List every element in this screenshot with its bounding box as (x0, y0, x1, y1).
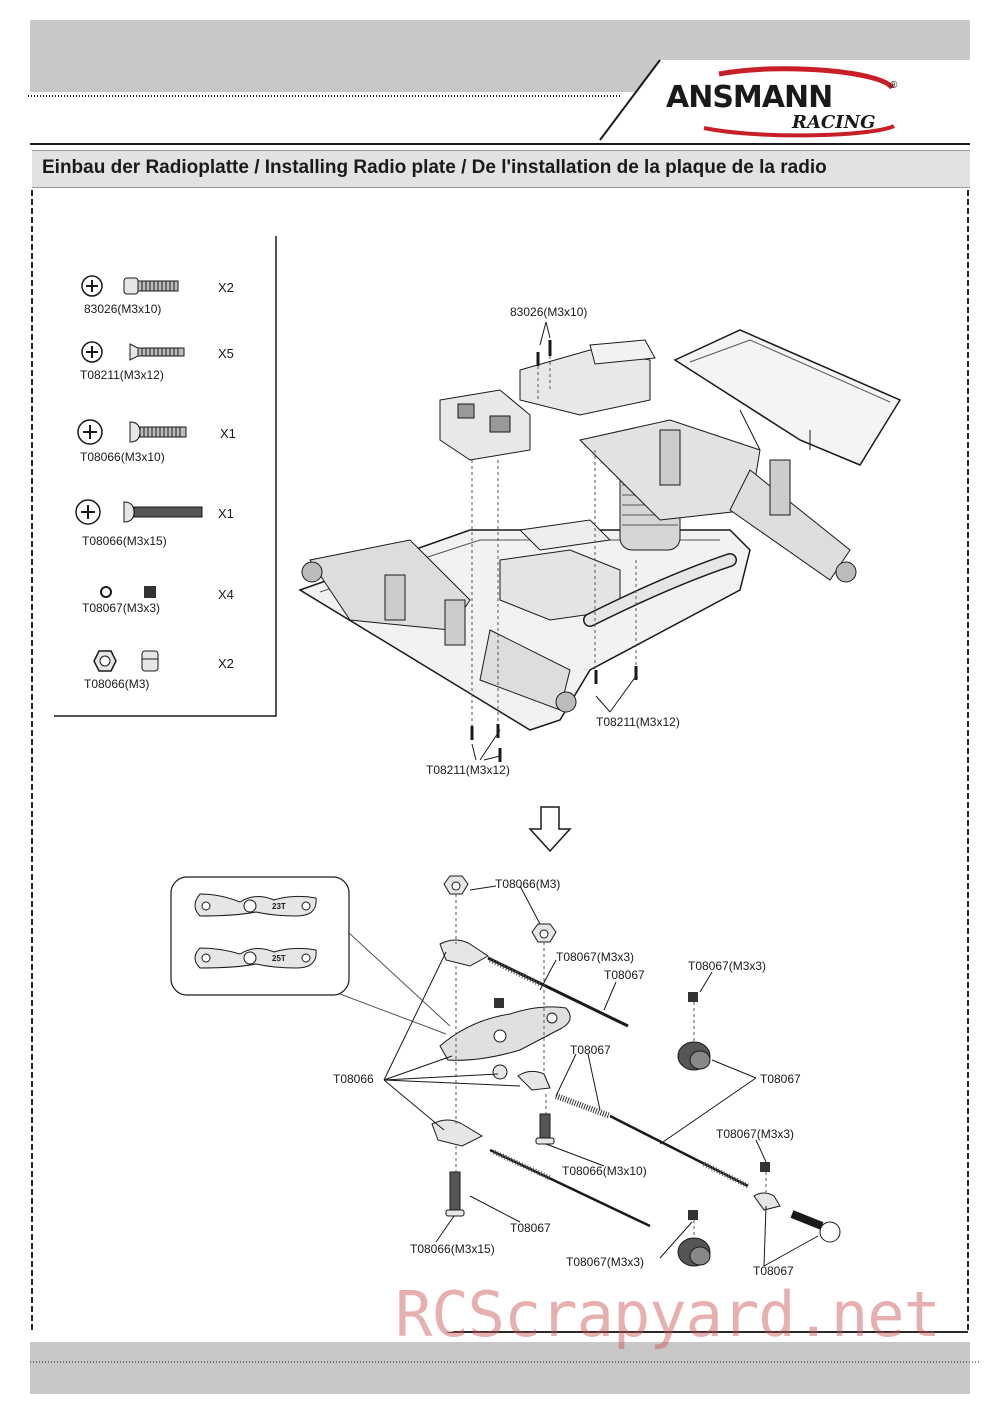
set-screw-icon (100, 586, 156, 598)
title-bar (32, 150, 970, 188)
part-code: T08066(M3x10) (80, 450, 165, 464)
callout-set-screw-b: T08067(M3x3) (688, 959, 767, 973)
part-code: T08066(M3) (84, 677, 150, 691)
callout-set-screw-a: T08067(M3x3) (556, 950, 635, 964)
callout-set-screw-d: T08067(M3x3) (566, 1255, 645, 1269)
part-qty: X1 (218, 506, 234, 521)
part-code: T08066(M3x15) (82, 534, 167, 548)
servo-arm-inset (170, 876, 451, 1035)
part-qty: X5 (218, 346, 234, 361)
callout-leaders-upper (471, 321, 637, 761)
callout-t08211-bottom: T08211(M3x12) (426, 763, 510, 777)
callout-ball-group: T08067 (753, 1264, 794, 1278)
arrow-down-icon (528, 806, 572, 853)
linkage-exploded-drawing (383, 875, 841, 1267)
footer-band (30, 1342, 970, 1394)
logo-wordmark: ANSMANN (666, 80, 833, 115)
part-qty: X1 (220, 426, 236, 441)
callout-t08211-right: T08211(M3x12) (596, 715, 680, 729)
part-qty: X4 (218, 587, 234, 602)
callout-screw-m3x15: T08066(M3x15) (410, 1242, 495, 1256)
countersunk-screw-icon (81, 341, 185, 363)
callout-set-screw-c: T08067(M3x3) (716, 1127, 795, 1141)
callout-rod-c: T08067 (510, 1221, 551, 1235)
logo-swoosh (703, 66, 895, 138)
logo-racing: RACING (792, 112, 876, 133)
page-title: Einbau der Radioplatte / Installing Radi… (42, 157, 827, 178)
screw-head-icon (81, 275, 179, 297)
callout-rod-a: T08067 (604, 968, 645, 982)
callout-screw-m3x10: T08066(M3x10) (562, 1164, 647, 1178)
arm-label-23t: 23T (272, 902, 286, 911)
lock-nut-icon (93, 650, 159, 672)
callout-nut-top: T08066(M3) (495, 877, 561, 891)
watermark: RCScrapyard.net (395, 1278, 941, 1351)
part-qty: X2 (218, 656, 234, 671)
logo-registered: ® (890, 80, 898, 91)
callout-rod-b: T08067 (570, 1043, 611, 1057)
footer-tab-shape (30, 1330, 980, 1363)
button-head-screw-icon (77, 419, 187, 445)
callout-collar-group: T08067 (760, 1072, 801, 1086)
long-button-head-screw-icon (75, 499, 203, 525)
part-code: T08067(M3x3) (82, 601, 161, 615)
chassis-exploded-drawing (298, 329, 902, 762)
arm-label-25t: 25T (272, 954, 286, 963)
callout-saver-group: T08066 (333, 1072, 374, 1086)
callout-83026: 83026(M3x10) (510, 305, 588, 319)
part-code: 83026(M3x10) (84, 302, 162, 316)
brand-logo: ANSMANN ® RACING (664, 66, 904, 142)
parts-panel-border (54, 236, 277, 717)
part-code: T08211(M3x12) (80, 368, 164, 382)
part-qty: X2 (218, 280, 234, 295)
